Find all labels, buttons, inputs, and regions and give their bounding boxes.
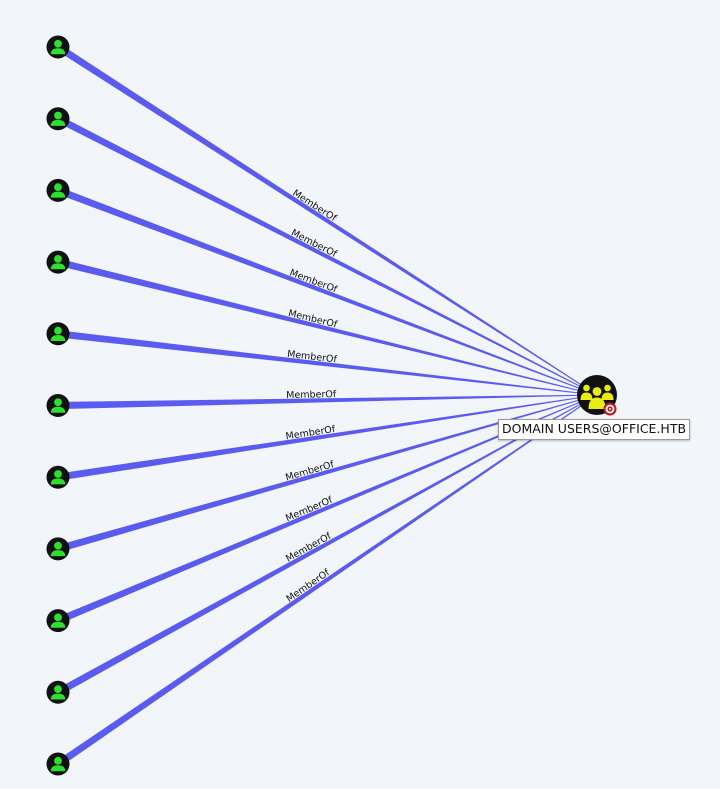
user-icon bbox=[50, 541, 66, 557]
user-node-9[interactable] bbox=[46, 609, 70, 633]
group-node-domain-users[interactable] bbox=[577, 375, 617, 416]
user-node-11[interactable] bbox=[46, 752, 70, 776]
user-node-6[interactable] bbox=[46, 394, 70, 417]
edge-label-2: MemberOf bbox=[289, 227, 339, 260]
edge-memberof-6[interactable] bbox=[57, 394, 597, 410]
nodes-layer bbox=[46, 35, 617, 776]
user-node-8[interactable] bbox=[46, 537, 70, 561]
edge-label-11: MemberOf bbox=[284, 567, 332, 605]
user-icon bbox=[50, 685, 66, 700]
target-node-label[interactable]: DOMAIN USERS@OFFICE.HTB bbox=[498, 419, 691, 440]
edge-label-1: MemberOf bbox=[290, 188, 338, 225]
edge-memberof-8[interactable] bbox=[57, 394, 598, 553]
user-icon bbox=[50, 326, 66, 341]
user-node-4[interactable] bbox=[46, 250, 70, 274]
edge-label-6: MemberOf bbox=[286, 389, 337, 401]
user-icon bbox=[50, 39, 66, 55]
user-node-1[interactable] bbox=[46, 35, 70, 59]
user-icon bbox=[50, 398, 66, 413]
edge-memberof-4[interactable] bbox=[57, 258, 598, 396]
user-icon bbox=[50, 613, 66, 628]
user-node-7[interactable] bbox=[46, 465, 70, 489]
edge-memberof-2[interactable] bbox=[56, 115, 598, 396]
user-node-3[interactable] bbox=[46, 178, 70, 202]
edges-layer bbox=[56, 44, 598, 767]
edge-memberof-1[interactable] bbox=[56, 44, 598, 396]
edge-label-10: MemberOf bbox=[284, 531, 334, 565]
user-node-2[interactable] bbox=[46, 107, 70, 131]
group-icon bbox=[580, 384, 614, 409]
user-icon bbox=[50, 183, 66, 198]
edge-memberof-11[interactable] bbox=[56, 394, 598, 767]
user-node-10[interactable] bbox=[46, 680, 70, 704]
user-icon bbox=[50, 470, 66, 485]
user-icon bbox=[50, 756, 66, 772]
edge-label-4: MemberOf bbox=[287, 308, 339, 331]
edge-memberof-5[interactable] bbox=[57, 330, 598, 396]
edge-memberof-7[interactable] bbox=[57, 394, 598, 481]
edge-memberof-3[interactable] bbox=[56, 187, 598, 396]
edge-label-8: MemberOf bbox=[284, 459, 336, 483]
user-node-5[interactable] bbox=[46, 322, 70, 346]
target-badge-icon bbox=[603, 402, 617, 416]
edge-memberof-9[interactable] bbox=[56, 394, 598, 624]
user-icon bbox=[50, 255, 66, 270]
user-icon bbox=[50, 111, 66, 126]
edge-memberof-10[interactable] bbox=[56, 394, 598, 696]
